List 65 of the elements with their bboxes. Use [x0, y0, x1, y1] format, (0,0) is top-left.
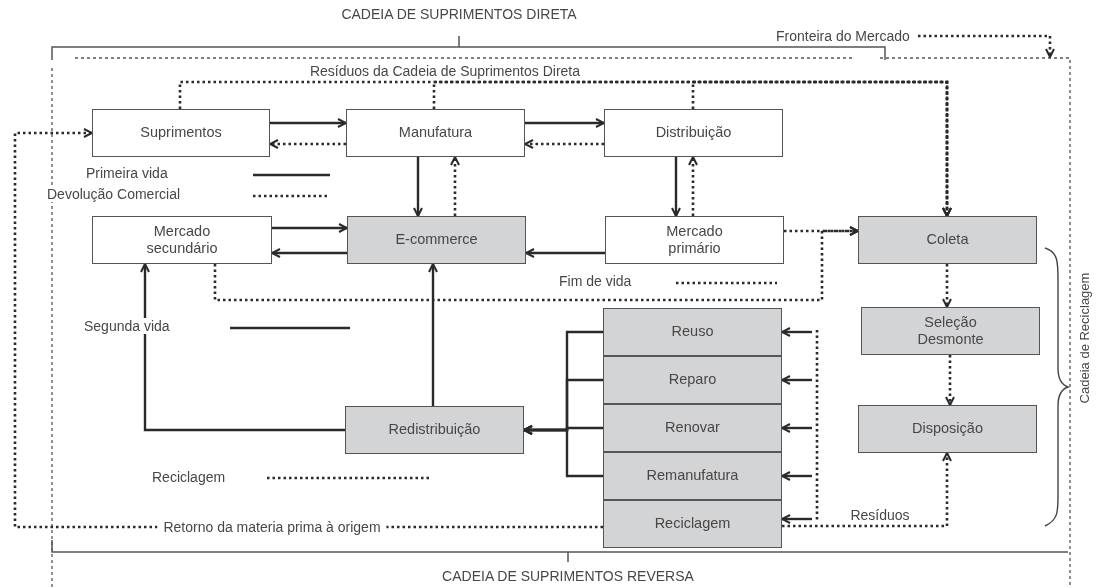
- process-box: [858, 216, 1037, 264]
- box-label: Remanufatura: [646, 467, 739, 485]
- box-label: Disposição: [912, 420, 983, 438]
- legend-label: Devolução Comercial: [45, 186, 183, 202]
- section-label: CADEIA DE SUPRIMENTOS DIRETA: [341, 6, 577, 22]
- arrow: [671, 157, 681, 217]
- legend-label: Primeira vida: [84, 165, 170, 181]
- process-box: [345, 406, 524, 454]
- process-box: [603, 500, 782, 548]
- process-box: [92, 109, 270, 157]
- process-box: [605, 216, 784, 264]
- arrow: [942, 264, 952, 308]
- arrow: [450, 156, 460, 216]
- arrow: [782, 452, 952, 528]
- arrow: [781, 375, 812, 385]
- arrow: [945, 355, 955, 406]
- arrow: [428, 263, 438, 406]
- process-box: [92, 216, 272, 264]
- process-box: [604, 109, 783, 157]
- arrow: [781, 423, 812, 433]
- box-label: Renovar: [665, 419, 720, 437]
- box-label: Redistribuição: [388, 421, 481, 439]
- edge-label: Retorno da materia prima à origem: [157, 519, 387, 535]
- legend-label: Reciclagem: [150, 469, 228, 485]
- arrow: [413, 157, 423, 217]
- section-label: CADEIA DE SUPRIMENTOS REVERSA: [442, 568, 694, 584]
- box-label: Mercado primário: [665, 222, 724, 258]
- arrow: [140, 263, 345, 432]
- process-box: [603, 452, 782, 500]
- box-label: Distribuição: [655, 124, 732, 142]
- arrow: [271, 248, 347, 258]
- box-label: Seleção Desmonte: [916, 313, 985, 349]
- arrow: [525, 248, 605, 258]
- legend-label: Segunda vida: [82, 318, 172, 334]
- process-box: [861, 307, 1040, 355]
- arrow: [213, 226, 859, 302]
- process-box: [603, 404, 782, 452]
- box-label: Reparo: [668, 371, 717, 389]
- box-label: Manufatura: [398, 124, 473, 142]
- process-box: [603, 356, 782, 404]
- arrow: [524, 139, 604, 149]
- boundary-label: Fronteira do Mercado: [776, 27, 910, 45]
- box-label: E-commerce: [395, 231, 478, 249]
- process-box: [858, 405, 1037, 453]
- process-box: [346, 109, 525, 157]
- box-label: Coleta: [926, 231, 969, 249]
- arrow: [691, 80, 952, 217]
- arrow: [781, 327, 812, 337]
- box-label: Mercado secundário: [145, 222, 219, 258]
- box-label: Reuso: [671, 323, 714, 341]
- side-label: Cadeia de Reciclagem: [1076, 272, 1092, 404]
- box-label: Suprimentos: [140, 124, 222, 142]
- arrow: [272, 223, 348, 233]
- arrow: [781, 471, 812, 481]
- legend-label: Fim de vida: [557, 273, 634, 289]
- arrow: [688, 156, 698, 216]
- arrow: [918, 34, 1055, 58]
- arrow: [269, 139, 346, 149]
- process-box: [347, 216, 526, 264]
- arrow: [270, 118, 347, 128]
- box-label: Reciclagem: [654, 515, 731, 533]
- process-box: [603, 308, 782, 356]
- arrow: [525, 118, 605, 128]
- arrow: [523, 425, 603, 478]
- arrow: [781, 514, 812, 524]
